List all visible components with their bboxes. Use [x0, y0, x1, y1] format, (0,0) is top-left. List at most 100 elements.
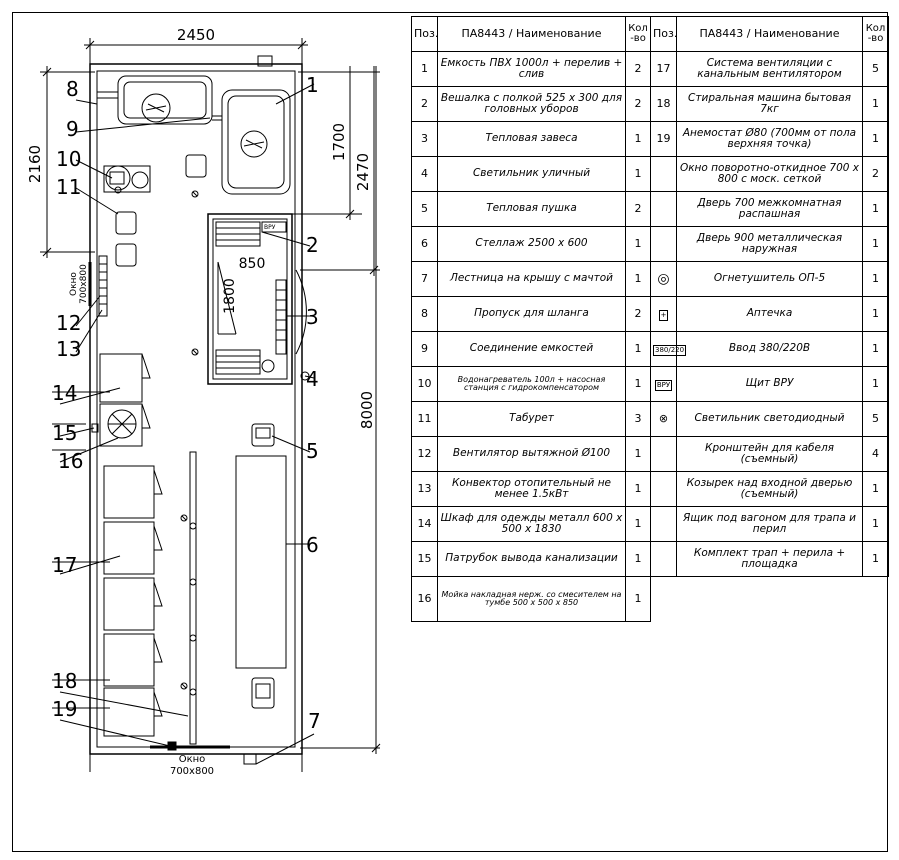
row-qty: 1	[625, 156, 651, 192]
input-icon: 380/220	[653, 344, 687, 356]
row-pos: 8	[411, 296, 438, 332]
door-swing	[295, 269, 307, 355]
row-pos: 18	[650, 86, 677, 122]
row-pos	[650, 436, 677, 472]
callout-leaders	[52, 83, 315, 765]
row-name: Светильник светодиодный	[676, 401, 863, 437]
partition-room	[207, 213, 293, 385]
row-name: Мойка накладная нерж. со смесителем на т…	[437, 576, 626, 622]
row-pos: 380/220	[650, 331, 687, 367]
row-qty: 5	[862, 401, 889, 437]
stool-1	[115, 211, 137, 235]
stool-2	[115, 243, 137, 267]
sink	[99, 403, 143, 447]
vent-duct	[189, 451, 197, 745]
row-qty: 1	[862, 541, 889, 577]
row-name: Вешалка с полкой 525 х 300 для головных …	[437, 86, 626, 122]
row-pos: 16	[411, 576, 438, 622]
row-qty: 1	[862, 261, 889, 297]
dim-1700-label: 1700	[330, 123, 348, 161]
water-heater	[103, 165, 151, 193]
row-name: Патрубок вывода канализации	[437, 541, 626, 577]
row-name: Аптечка	[676, 296, 863, 332]
row-name: Комплект трап + перила + площадка	[676, 541, 863, 577]
row-qty: 1	[862, 86, 889, 122]
callout-numbers: 1 2 3 4 5 6 7 8 9 10 11 12 13 14 15 16 1…	[52, 73, 321, 733]
row-name: Водонагреватель 100л + насосная станция …	[437, 366, 626, 402]
row-pos: 19	[650, 121, 677, 157]
row-qty: 1	[625, 121, 651, 157]
extinguisher-icon: ◎	[657, 270, 670, 287]
table-row: Окно поворотно-откидное 700 х 800 с моск…	[650, 156, 889, 192]
row-name: Система вентиляции с канальным вентилято…	[676, 51, 863, 87]
callout-4: 4	[306, 367, 319, 391]
row-pos: 6	[411, 226, 438, 262]
header-pos-2: Поз.	[650, 16, 677, 52]
row-name: Емкость ПВХ 1000л + перелив + слив	[437, 51, 626, 87]
row-pos: ⊗	[650, 401, 677, 437]
row-name: Тепловая пушка	[437, 191, 626, 227]
row-pos	[650, 506, 677, 542]
vru-icon: ВРУ	[654, 379, 673, 391]
row-qty: 1	[625, 471, 651, 507]
window-bottom-label-1: Окно	[179, 754, 206, 765]
row-pos: 17	[650, 51, 677, 87]
row-name: Соединение емкостей	[437, 331, 626, 367]
air-curtain	[275, 279, 287, 355]
dim-left-label: 2160	[26, 145, 44, 183]
row-qty: 1	[862, 471, 889, 507]
power-input-icon	[257, 55, 273, 67]
header-pos: Поз.	[411, 16, 438, 52]
rack	[235, 455, 287, 669]
callout-18: 18	[52, 669, 77, 693]
callout-1: 1	[306, 73, 319, 97]
dim-2470-label: 2470	[354, 153, 372, 191]
convector	[98, 255, 108, 317]
row-name: Лестница на крышу с мачтой	[437, 261, 626, 297]
tank-valve-icon-2	[240, 130, 268, 158]
row-name: Щит ВРУ	[676, 366, 863, 402]
row-qty: 1	[862, 331, 889, 367]
header-name: ПА8443 / Наименование	[437, 16, 626, 52]
row-qty: 2	[625, 191, 651, 227]
callout-19: 19	[52, 697, 77, 721]
callout-16: 16	[58, 449, 83, 473]
callout-14: 14	[52, 381, 77, 405]
row-qty: 5	[862, 51, 889, 87]
dimension-left	[40, 66, 95, 258]
row-pos: 13	[411, 471, 438, 507]
led-lights	[114, 186, 199, 690]
row-name: Анемостат Ø80 (700мм от пола верхняя точ…	[676, 121, 863, 157]
row-pos: 15	[411, 541, 438, 577]
row-pos	[650, 226, 677, 262]
row-pos: 11	[411, 401, 438, 437]
dim-850-label: 850	[239, 256, 266, 272]
row-name: Стиральная машина бытовая 7кг	[676, 86, 863, 122]
callout-6: 6	[306, 533, 319, 557]
row-pos: 3	[411, 121, 438, 157]
row-pos: +	[650, 296, 677, 332]
row-qty: 2	[625, 51, 651, 87]
callout-2: 2	[306, 233, 319, 257]
row-qty: 1	[862, 506, 889, 542]
row-qty: 2	[625, 86, 651, 122]
callout-11: 11	[56, 175, 81, 199]
dim-1800-label: 1800	[222, 278, 238, 314]
row-name: Конвектор отопительный не менее 1.5кВт	[437, 471, 626, 507]
row-name: Кронштейн для кабеля (съемный)	[676, 436, 863, 472]
row-qty: 1	[625, 226, 651, 262]
row-name: Дверь 900 металлическая наружная	[676, 226, 863, 262]
